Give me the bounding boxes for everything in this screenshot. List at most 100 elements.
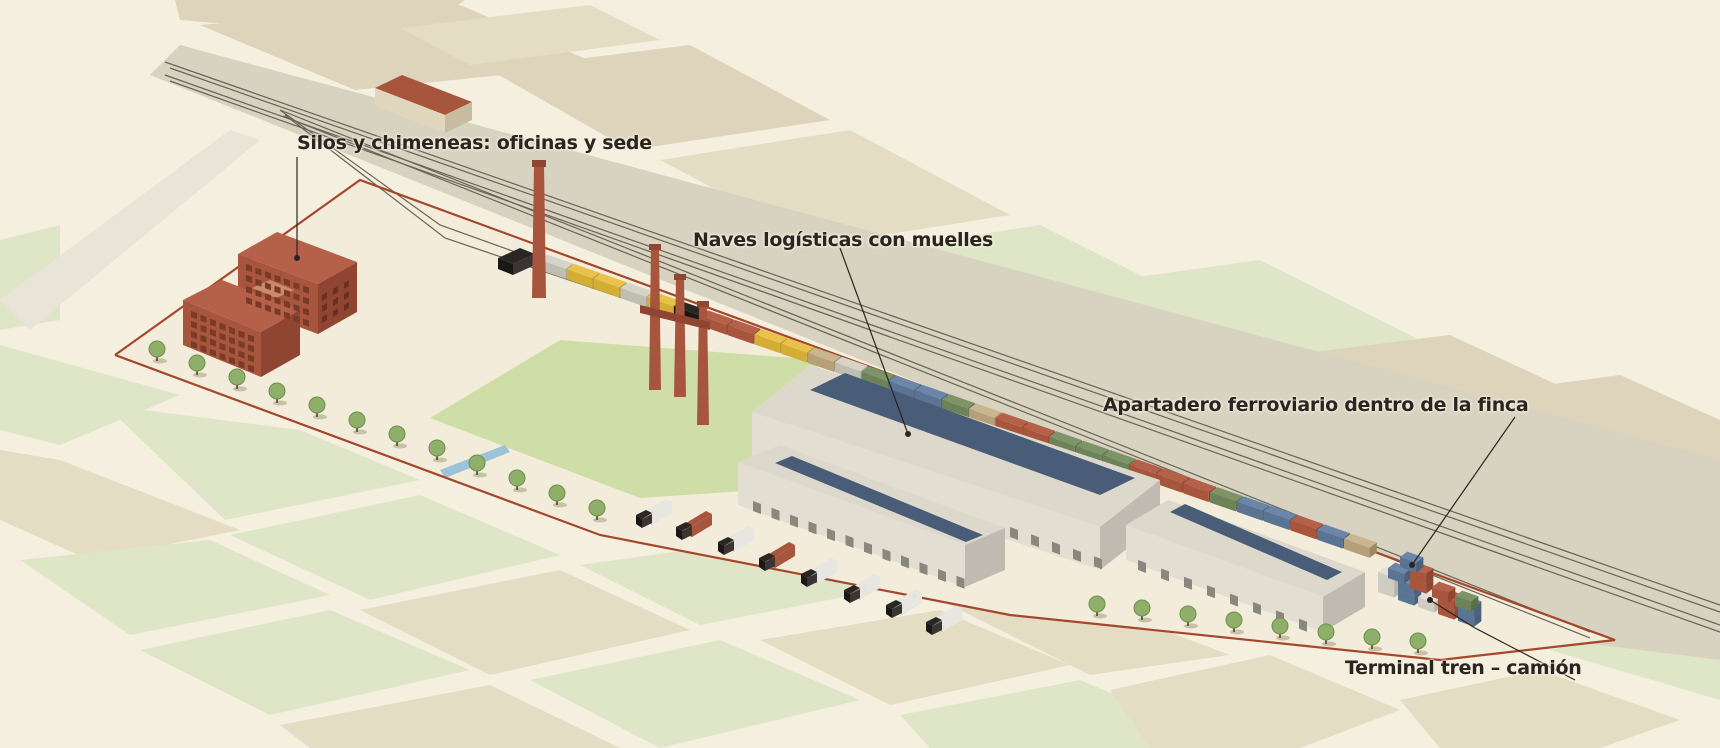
window: [246, 297, 252, 305]
solar-roof: [810, 373, 1135, 495]
window: [333, 308, 338, 317]
dock-door: [753, 501, 761, 514]
tree: [1133, 599, 1152, 623]
label-terminal: Terminal tren – camión: [1345, 657, 1582, 679]
truck: [759, 542, 795, 571]
window: [293, 304, 300, 312]
dock-door: [827, 528, 835, 542]
window: [303, 285, 309, 294]
office-windows: [191, 264, 349, 373]
window: [246, 286, 252, 294]
window: [229, 326, 235, 335]
dock-door: [1161, 568, 1169, 582]
window: [344, 280, 349, 289]
window: [238, 360, 245, 369]
dock-door: [901, 555, 909, 569]
solar-roof: [1170, 504, 1342, 580]
tree: [1317, 623, 1336, 647]
window: [333, 286, 338, 295]
window: [210, 348, 216, 357]
window: [246, 264, 252, 272]
container: [1388, 562, 1412, 584]
site-perimeter: [114, 178, 1616, 662]
window: [191, 331, 197, 339]
container: [1455, 590, 1479, 612]
tree: [228, 368, 247, 392]
loading-docks: [753, 501, 1307, 632]
window: [238, 330, 245, 339]
window: [210, 318, 216, 327]
window: [265, 271, 271, 280]
window: [284, 300, 290, 309]
window: [200, 334, 207, 343]
chimney: [674, 278, 686, 397]
solar-roof: [775, 456, 983, 542]
window: [238, 340, 245, 349]
truck: [676, 511, 712, 540]
window: [219, 322, 226, 331]
container: [1400, 551, 1424, 573]
window: [322, 292, 327, 301]
truck: [718, 526, 754, 555]
chimney: [697, 305, 709, 425]
tree: [348, 411, 367, 435]
dock-door: [882, 548, 891, 562]
window: [284, 311, 290, 320]
dock-door: [790, 514, 798, 528]
window: [210, 338, 216, 347]
window: [265, 293, 271, 302]
tree: [148, 340, 167, 364]
tree: [1409, 632, 1428, 656]
tree: [188, 354, 207, 378]
truck: [926, 606, 962, 635]
dock-door: [1299, 618, 1307, 632]
dock-door: [845, 535, 854, 548]
dock-door: [1031, 534, 1039, 548]
label-silos: Silos y chimeneas: oficinas y sede: [297, 132, 652, 154]
window: [219, 352, 226, 361]
container-terminal: [1378, 551, 1482, 627]
window: [200, 324, 207, 333]
tree: [388, 425, 407, 449]
truck: [801, 558, 837, 587]
window: [274, 307, 281, 316]
window: [322, 303, 327, 312]
window: [248, 344, 254, 353]
window: [265, 282, 271, 291]
window: [248, 334, 254, 343]
dock-door: [808, 521, 817, 535]
dock-door: [938, 569, 946, 582]
park: [430, 340, 820, 498]
tree: [548, 484, 567, 508]
window: [265, 304, 271, 313]
window: [191, 311, 197, 319]
window: [284, 289, 290, 298]
tree: [1271, 617, 1290, 641]
tree: [1088, 595, 1107, 619]
wagon: [1344, 533, 1377, 558]
window: [200, 314, 207, 323]
chimneys: [532, 160, 710, 425]
dock-door: [1253, 602, 1261, 615]
window: [344, 302, 349, 311]
chimney: [532, 165, 546, 298]
tree: [268, 382, 287, 406]
leader-dots: [294, 255, 1433, 603]
tree: [1363, 628, 1382, 652]
window: [219, 332, 226, 341]
window: [200, 344, 207, 353]
tree: [308, 396, 327, 420]
dock-door: [1184, 576, 1192, 590]
window: [274, 274, 281, 283]
window: [284, 278, 290, 287]
truck: [886, 589, 922, 618]
trees: [148, 340, 1428, 656]
window: [246, 275, 252, 283]
window: [333, 297, 338, 306]
tree: [588, 499, 607, 523]
window: [229, 346, 235, 355]
city-blocks-south: [0, 225, 1720, 748]
tree: [1225, 611, 1244, 635]
tree: [508, 469, 527, 493]
